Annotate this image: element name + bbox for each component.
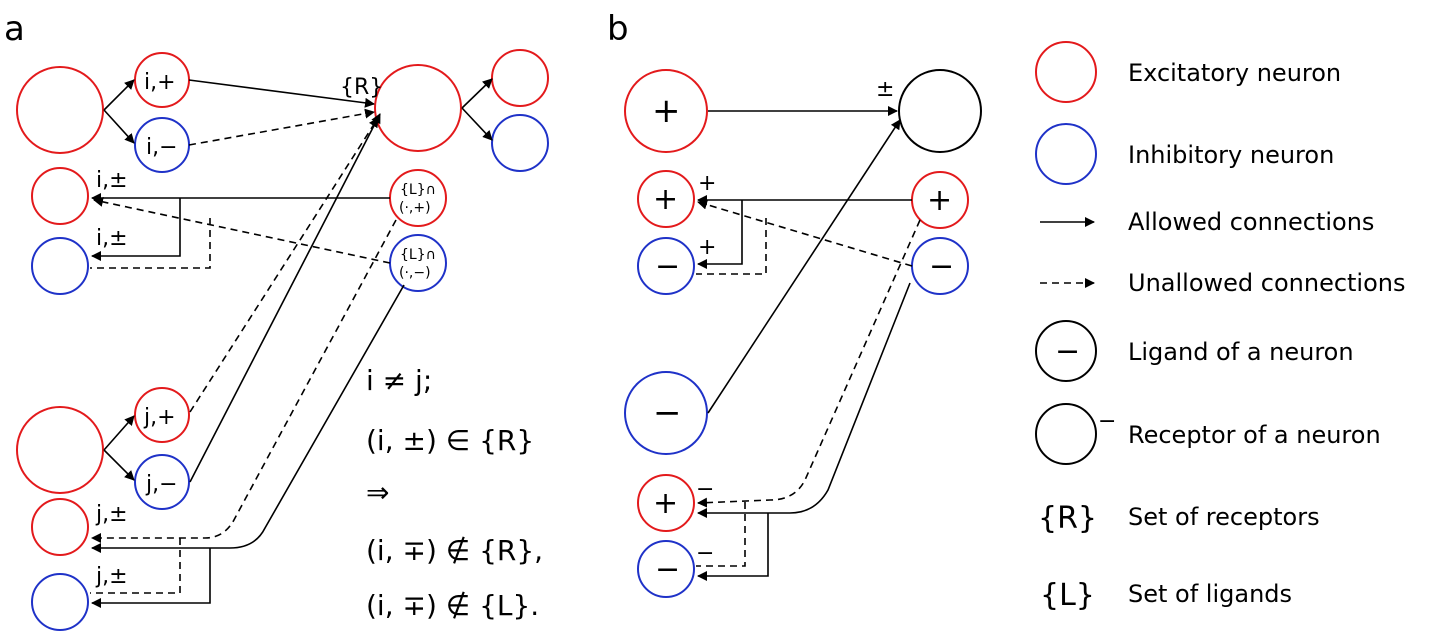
neuron-i-excitatory-large — [16, 66, 104, 154]
label-j-minus: j,− — [145, 472, 178, 497]
connection-ligand-plus-to-j-excitatory — [91, 219, 397, 543]
branch-arrow-j-plus — [103, 415, 135, 451]
connection-i-minus-to-R — [188, 108, 375, 146]
neuron-b-low-inhibitory — [637, 540, 695, 598]
sign-b-left-minus: − — [655, 249, 680, 284]
formula-line-2: (i, ±) ∈ {R} — [366, 424, 534, 457]
legend-excitatory-icon — [1035, 41, 1097, 103]
label-j-pm-2: j,± — [95, 564, 128, 589]
neuron-j-pm-excitatory — [31, 498, 89, 556]
legend-allowed-label: Allowed connections — [1128, 208, 1374, 236]
legend-unallowed-label: Unallowed connections — [1128, 269, 1406, 297]
neuron-b-receptor-target — [898, 69, 982, 153]
label-i-plus: i,+ — [144, 70, 176, 95]
formula-line-4: (i, ∓) ∉ {R}, — [366, 534, 543, 567]
connection-b-mid-plus-to-low-minus — [696, 502, 746, 567]
connection-b-bottom-to-receptor — [707, 119, 901, 414]
label-j-plus: j,+ — [143, 405, 176, 430]
neuron-b-left-inhibitory — [637, 237, 695, 295]
sign-b-low-plus: + — [653, 486, 678, 521]
neuron-target-minus — [491, 114, 549, 172]
neuron-j-excitatory-large — [16, 406, 104, 494]
legend-set-r-label: Set of receptors — [1128, 503, 1320, 531]
connection-b-mid-minus-to-left-minus — [696, 218, 767, 275]
label-receptor-set: {R} — [340, 75, 383, 100]
branch-arrow-j-minus — [103, 449, 135, 481]
neuron-j-pm-inhibitory — [31, 573, 89, 631]
connection-b-mid-plus-to-low-plus — [697, 219, 921, 508]
label-ligand-pair-plus: (·,+) — [399, 200, 431, 216]
neuron-b-top-excitatory — [624, 69, 708, 153]
legend-ligand-icon — [1035, 320, 1097, 382]
neuron-b-bottom-inhibitory — [624, 371, 708, 455]
connection-j-plus-to-R — [189, 117, 379, 413]
formula-line-1: i ≠ j; — [366, 364, 432, 397]
sign-b-mid-minus: − — [929, 249, 954, 284]
legend-receptor-label: Receptor of a neuron — [1128, 421, 1381, 449]
label-i-pm-2: i,± — [96, 226, 128, 251]
label-i-pm-1: i,± — [96, 168, 128, 193]
formula-line-3: ⇒ — [366, 476, 389, 509]
label-ligand-cap-2: {L}∩ — [400, 247, 436, 263]
neuron-b-left-excitatory — [637, 170, 695, 228]
label-i-minus: i,− — [146, 135, 178, 160]
neuron-target-plus — [491, 49, 549, 107]
legend-receptor-icon — [1035, 403, 1097, 465]
connection-ligand-minus-to-j-excitatory — [91, 284, 405, 553]
label-j-pm-1: j,± — [95, 502, 128, 527]
sign-b-top-plus: + — [652, 91, 681, 131]
sign-b-low-minus: − — [655, 552, 680, 587]
neuron-ligand-plus — [389, 169, 447, 227]
neuron-receptor-target — [374, 64, 462, 152]
panel-a-label: a — [4, 9, 25, 49]
neuron-i-pm-excitatory — [31, 167, 89, 225]
legend: Excitatory neuron Inhibitory neuron Allo… — [1035, 41, 1406, 613]
legend-set-l-label: Set of ligands — [1128, 580, 1292, 608]
neuron-b-low-excitatory — [637, 474, 695, 532]
legend-inhibitory-icon — [1035, 123, 1097, 185]
connection-j-minus-to-R — [189, 113, 381, 483]
connection-ligand-minus-to-j-inhibitory — [91, 548, 211, 608]
neuron-j-minus — [134, 454, 190, 510]
connection-b-mid-minus-to-low-minus — [697, 513, 769, 581]
branch-arrow-i-minus — [103, 109, 135, 144]
legend-inhibitory-label: Inhibitory neuron — [1128, 141, 1334, 169]
sign-b-left-plus: + — [653, 182, 678, 217]
panel-b-label: b — [607, 9, 629, 49]
connection-ligand-plus-to-j-inhibitory — [90, 538, 181, 594]
sup-b-minus-2: − — [696, 541, 714, 566]
legend-set-r-symbol: {R} — [1038, 501, 1097, 536]
neuron-j-plus — [134, 387, 190, 443]
label-ligand-cap-1: {L}∩ — [400, 182, 436, 198]
label-ligand-pair-minus: (·,−) — [399, 265, 431, 281]
sup-b-minus-1: − — [696, 477, 714, 502]
neuron-ligand-minus — [389, 234, 447, 292]
label-b-receptor-pm: ± — [876, 77, 894, 102]
sign-b-bottom-minus: − — [653, 393, 682, 433]
connection-ligand-plus-to-i-inhibitory — [91, 198, 181, 261]
legend-ligand-symbol: − — [1055, 334, 1080, 369]
sup-b-plus-2: + — [698, 235, 716, 260]
legend-set-l-symbol: {L} — [1040, 578, 1095, 613]
branch-arrow-target-minus — [461, 107, 493, 141]
connection-b-mid-minus-to-low-plus — [697, 282, 911, 518]
connection-b-mid-minus-to-left-plus — [697, 199, 913, 267]
formula-line-5: (i, ∓) ∉ {L}. — [366, 589, 539, 622]
neuron-i-pm-inhibitory — [31, 237, 89, 295]
sign-b-mid-plus: + — [927, 183, 952, 218]
branch-arrow-target-plus — [461, 78, 493, 109]
legend-receptor-symbol: − — [1098, 409, 1116, 434]
sup-b-plus-1: + — [698, 171, 716, 196]
connection-ligand-minus-to-i-inhibitory — [90, 218, 211, 269]
connection-i-plus-to-R — [188, 79, 375, 108]
connection-b-mid-plus-to-left-minus — [697, 200, 743, 269]
legend-ligand-label: Ligand of a neuron — [1128, 338, 1354, 366]
connection-ligand-minus-to-i-excitatory — [93, 196, 391, 264]
legend-excitatory-label: Excitatory neuron — [1128, 59, 1341, 87]
branch-arrow-i-plus — [103, 79, 135, 111]
